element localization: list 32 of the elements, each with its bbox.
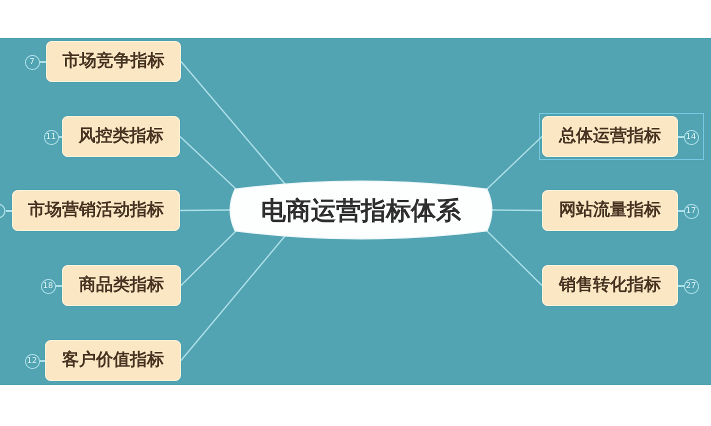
- topic-box: [45, 340, 181, 381]
- item-count: 12: [24, 354, 40, 368]
- connector-line: [492, 209, 542, 212]
- topic-box: [542, 190, 678, 231]
- item-count: 17: [684, 204, 698, 218]
- topic-box: [542, 116, 678, 157]
- topic-box: [46, 41, 181, 82]
- item-count: 18: [40, 278, 56, 294]
- topic-box: [62, 265, 181, 306]
- connector-line: [486, 136, 542, 190]
- topic-label: 总体运营指标: [559, 128, 661, 145]
- topic-box: [62, 116, 180, 157]
- topic-label: 市场营销活动指标: [28, 202, 164, 219]
- item-count: 11: [44, 130, 58, 144]
- connector-line: [180, 209, 230, 212]
- connector-line: [486, 230, 542, 286]
- topic-box: [12, 190, 180, 231]
- connector-line: [180, 136, 236, 190]
- topic-label: 销售转化指标: [559, 277, 661, 294]
- item-count: 14: [684, 130, 698, 144]
- central-title: 电商运营指标体系: [261, 198, 461, 222]
- topic-box: [542, 265, 678, 306]
- item-count: 7: [24, 54, 40, 70]
- topic-label: 商品类指标: [79, 277, 164, 294]
- connector-line: [180, 230, 236, 286]
- topic-label: 风控类指标: [78, 128, 164, 145]
- connector-line: [180, 236, 286, 361]
- topic-label: 客户价值指标: [62, 352, 164, 369]
- topic-label: 网站流量指标: [559, 202, 661, 219]
- connector-line: [180, 61, 286, 184]
- topic-label: 市场竞争指标: [62, 53, 164, 70]
- item-count: 27: [684, 278, 698, 294]
